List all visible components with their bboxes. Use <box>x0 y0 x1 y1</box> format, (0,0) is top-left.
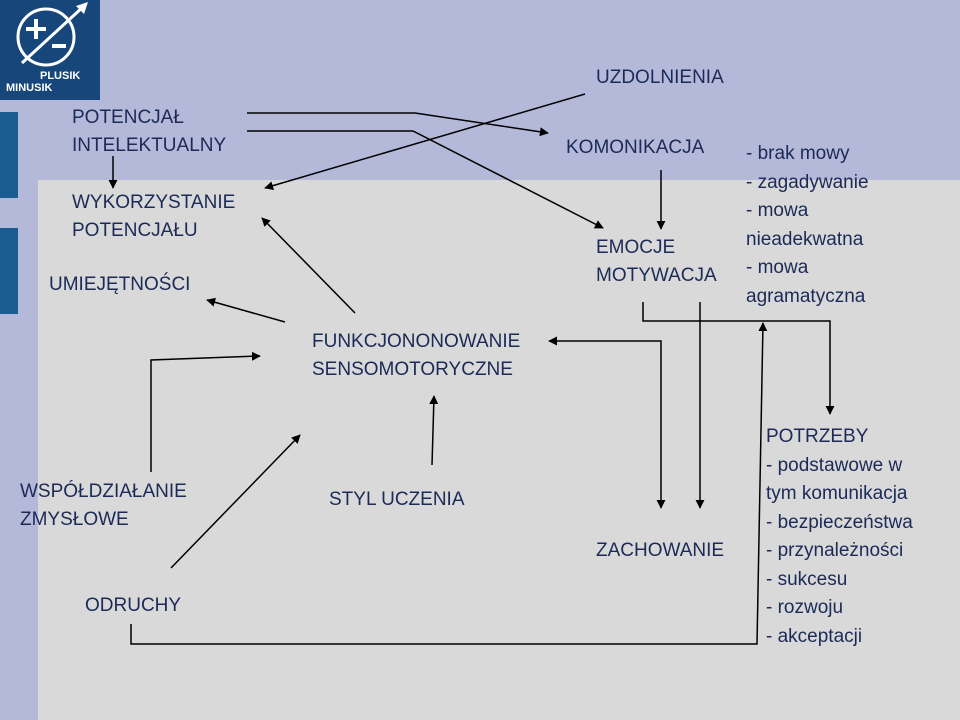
arrow-emocje-potrzeby <box>642 302 835 415</box>
speech-item: nieadekwatna <box>746 228 864 250</box>
stripe-upper <box>0 112 18 198</box>
node-uzdolnienia: UZDOLNIENIA <box>596 67 724 88</box>
arrow-styl-funkcjonowanie <box>429 395 439 466</box>
speech-item: - brak mowy <box>746 143 850 164</box>
node-emocje-line-2: MOTYWACJA <box>596 265 717 286</box>
node-wspoldzialanie-line-2: ZMYSŁOWE <box>20 509 129 530</box>
speech-item: - mowa <box>746 200 809 221</box>
node-wykorzystanie-line-1: WYKORZYSTANIE <box>72 192 236 213</box>
node-umiejetnosci: UMIEJĘTNOŚCI <box>49 274 191 295</box>
background-top <box>0 0 960 180</box>
arrow-odruchy-potrzeby <box>130 322 768 645</box>
speech-item: - zagadywanie <box>746 171 869 193</box>
arrow-odruchy-funkcjonowanie <box>170 434 301 569</box>
node-funkcjonowanie-line-1: FUNKCJONONOWANIE <box>312 331 521 352</box>
arrow-uzdolnienia-wykorzystanie <box>264 93 586 191</box>
needs-item: - przynależności <box>766 540 904 561</box>
logo-text: PLUSIK MINUSIK <box>0 70 100 94</box>
node-zachowanie: ZACHOWANIE <box>596 540 725 561</box>
arrow-potencjal-komunikacja <box>247 112 549 137</box>
needs-item: - bezpieczeństwa <box>766 511 913 533</box>
node-wspoldzialanie-zmyslowe: WSPÓŁDZIAŁANIE ZMYSŁOWE <box>20 478 187 534</box>
node-funkcjonowanie-line-2: SENSOMOTORYCZNE <box>312 359 513 380</box>
arrow-funkcjonowanie-wykorzystanie <box>261 217 356 314</box>
logo-line-1: PLUSIK <box>40 70 81 82</box>
needs-item: tym komunikacja <box>766 483 908 504</box>
speech-item: - mowa <box>746 257 809 278</box>
needs-item: - sukcesu <box>766 568 848 590</box>
node-komunikacja: KOMONIKACJA <box>566 137 705 158</box>
logo-line-2: MINUSIK <box>6 82 53 94</box>
speech-item: agramatyczna <box>746 285 866 307</box>
needs-item: - akceptacji <box>766 625 863 647</box>
node-wykorzystanie-potencjalu: WYKORZYSTANIE POTENCJAŁU <box>72 189 235 245</box>
node-potencjal-line-2: INTELEKTUALNY <box>72 135 227 156</box>
background-main <box>38 180 960 720</box>
node-potencjal-line-1: POTENCJAŁ <box>72 107 184 128</box>
node-styl-uczenia: STYL UCZENIA <box>329 489 465 510</box>
arrow-wspoldzialanie-funkcjonowanie <box>150 351 261 472</box>
arrow-potencjal-emocje <box>247 130 604 229</box>
node-potencjal-intelektualny: POTENCJAŁ INTELEKTUALNY <box>72 104 226 160</box>
node-funkcjonowanie-sensomotoryczne: FUNKCJONONOWANIE SENSOMOTORYCZNE <box>312 328 520 384</box>
needs-item: - podstawowe w <box>766 454 903 476</box>
stripe-lower <box>0 228 18 314</box>
speech-problems-list: - brak mowy - zagadywanie - mowa nieadek… <box>746 140 869 311</box>
node-odruchy: ODRUCHY <box>85 595 182 616</box>
node-wykorzystanie-line-2: POTENCJAŁU <box>72 220 198 241</box>
needs-list: POTRZEBY - podstawowe w tym komunikacja … <box>766 423 913 651</box>
node-emocje-motywacja: EMOCJE MOTYWACJA <box>596 234 717 290</box>
needs-item: - rozwoju <box>766 597 844 618</box>
node-emocje-line-1: EMOCJE <box>596 237 676 258</box>
arrow-funkcjonowanie-zachowanie <box>548 336 666 509</box>
logo: PLUSIK MINUSIK <box>0 0 100 100</box>
arrow-funkcjonowanie-umiejetnosci <box>206 297 286 323</box>
needs-title: POTRZEBY <box>766 426 869 447</box>
plus-minus-icon <box>16 2 88 67</box>
node-wspoldzialanie-line-1: WSPÓŁDZIAŁANIE <box>20 481 187 502</box>
